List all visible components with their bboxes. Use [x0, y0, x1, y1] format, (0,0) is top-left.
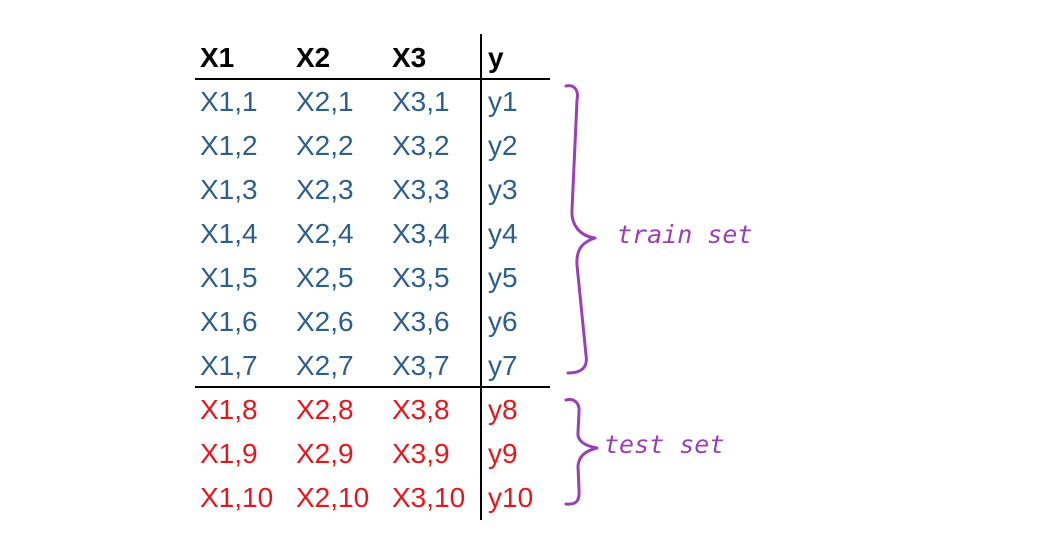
cell-x3: X3,10 [392, 482, 466, 513]
test-brace [564, 398, 599, 506]
cell-x1: X1,9 [200, 438, 258, 469]
test-set-label: test set [604, 430, 725, 459]
cell-y: y2 [488, 130, 518, 161]
cell-y: y5 [488, 262, 518, 293]
cell-y: y1 [488, 86, 518, 117]
cell-x1: X1,2 [200, 130, 258, 161]
cell-x1: X1,8 [200, 394, 258, 425]
cell-y: y3 [488, 174, 518, 205]
header-x2: X2 [296, 42, 331, 73]
cell-x1: X1,7 [200, 350, 258, 381]
cell-x1: X1,10 [200, 482, 274, 513]
cell-x3: X3,6 [392, 306, 450, 337]
cell-x2: X2,1 [296, 86, 354, 117]
train-set-label: train set [617, 220, 753, 249]
cell-x1: X1,3 [200, 174, 258, 205]
cell-y: y6 [488, 306, 518, 337]
cell-x2: X2,3 [296, 174, 354, 205]
cell-x3: X3,8 [392, 394, 450, 425]
cell-x3: X3,2 [392, 130, 450, 161]
cell-y: y10 [488, 482, 534, 513]
cell-x2: X2,7 [296, 350, 354, 381]
cell-x2: X2,10 [296, 482, 370, 513]
cell-x2: X2,4 [296, 218, 354, 249]
cell-x2: X2,8 [296, 394, 354, 425]
train-brace [564, 84, 597, 375]
cell-y: y4 [488, 218, 518, 249]
cell-x2: X2,2 [296, 130, 354, 161]
cell-x1: X1,1 [200, 86, 258, 117]
cell-y: y7 [488, 350, 518, 381]
cell-x1: X1,5 [200, 262, 258, 293]
cell-x3: X3,7 [392, 350, 450, 381]
cell-x3: X3,1 [392, 86, 450, 117]
cell-x1: X1,6 [200, 306, 258, 337]
cell-x1: X1,4 [200, 218, 258, 249]
cell-x3: X3,4 [392, 218, 450, 249]
cell-x3: X3,5 [392, 262, 450, 293]
header-x1: X1 [200, 42, 235, 73]
cell-x2: X2,5 [296, 262, 354, 293]
header-y: y [488, 42, 504, 73]
cell-x3: X3,9 [392, 438, 450, 469]
cell-x3: X3,3 [392, 174, 450, 205]
cell-x2: X2,9 [296, 438, 354, 469]
cell-y: y8 [488, 394, 518, 425]
cell-x2: X2,6 [296, 306, 354, 337]
cell-y: y9 [488, 438, 518, 469]
header-x3: X3 [392, 42, 427, 73]
